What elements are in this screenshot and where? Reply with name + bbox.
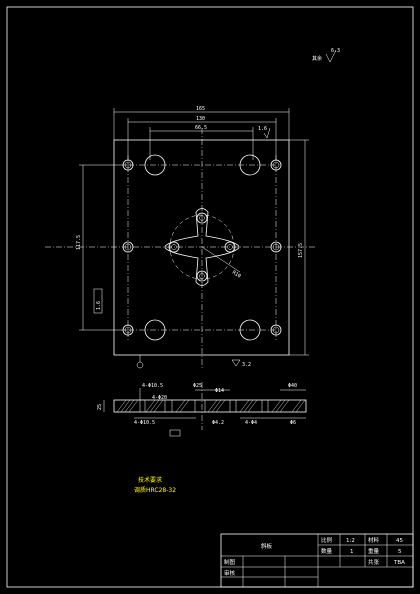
- qty-value: 1: [350, 549, 354, 555]
- section-label-c: Φ14: [215, 388, 224, 394]
- drawn-label: 制图: [224, 558, 236, 566]
- part-name: 斜板: [261, 542, 273, 550]
- weight-value: 5: [398, 549, 402, 555]
- left-box-label: 1.6: [96, 301, 102, 310]
- section-label-g: Φ4.2: [212, 420, 224, 426]
- section-outline: [113, 399, 307, 413]
- title-block: 斜板 比例 1:2 材料 45 数量 1 重量 5 共张 TBA 制图 审核: [220, 533, 414, 588]
- section-view: 25 4-Φ10.5 Φ25 Φ14 Φ40 4-Φ10.5 Φ4.2 4-Φ4…: [97, 382, 307, 437]
- scale-label: 比例: [321, 536, 333, 544]
- code-value: TBA: [393, 560, 405, 566]
- dim-height-left: 117.5: [76, 235, 82, 250]
- roughness-mid: 1.6: [258, 126, 267, 132]
- section-label-i: Φ6: [290, 420, 296, 426]
- weight-label: 重量: [368, 547, 380, 555]
- section-label-h: 4-Φ4: [245, 420, 257, 426]
- notes-title: 技术要求: [138, 476, 162, 484]
- bolt-holes: [122, 159, 282, 336]
- center-cross-slot: R10: [164, 208, 242, 286]
- section-label-f: 4-Φ10.5: [134, 420, 155, 426]
- dim-inner-width: 130: [196, 116, 205, 122]
- checked-label: 审核: [224, 569, 236, 577]
- section-label-b: Φ25: [193, 383, 202, 389]
- sheet-border: [6, 6, 414, 588]
- material-value: 45: [396, 538, 403, 544]
- qty-label: 数量: [321, 547, 333, 555]
- material-label: 材料: [368, 536, 380, 544]
- roughness-symbol: 其余 6.3: [312, 48, 340, 63]
- plate-outline: [113, 139, 290, 356]
- dim-height-right: 157.5: [298, 243, 304, 258]
- dim-overall-width: 165: [196, 106, 205, 112]
- sheet-label: 共张: [368, 558, 380, 566]
- guide-holes: [144, 154, 261, 341]
- roughness-bottom: 3.2: [242, 362, 251, 368]
- dim-diag: R10: [231, 270, 242, 280]
- section-label-e: 4-Φ20: [152, 395, 167, 401]
- scale-value: 1:2: [346, 538, 355, 544]
- roughness-note: 其余: [312, 55, 322, 62]
- dim-center-width: 66.5: [195, 125, 207, 131]
- section-label-d: Φ40: [288, 383, 297, 389]
- section-label-a: 4-Φ10.5: [142, 383, 163, 389]
- notes-line: 调质HRC28-32: [134, 486, 176, 494]
- dim-thickness: 25: [97, 404, 103, 410]
- plan-view: 165 130 66.5 1.6 117.5 1.6 157.5: [45, 106, 315, 370]
